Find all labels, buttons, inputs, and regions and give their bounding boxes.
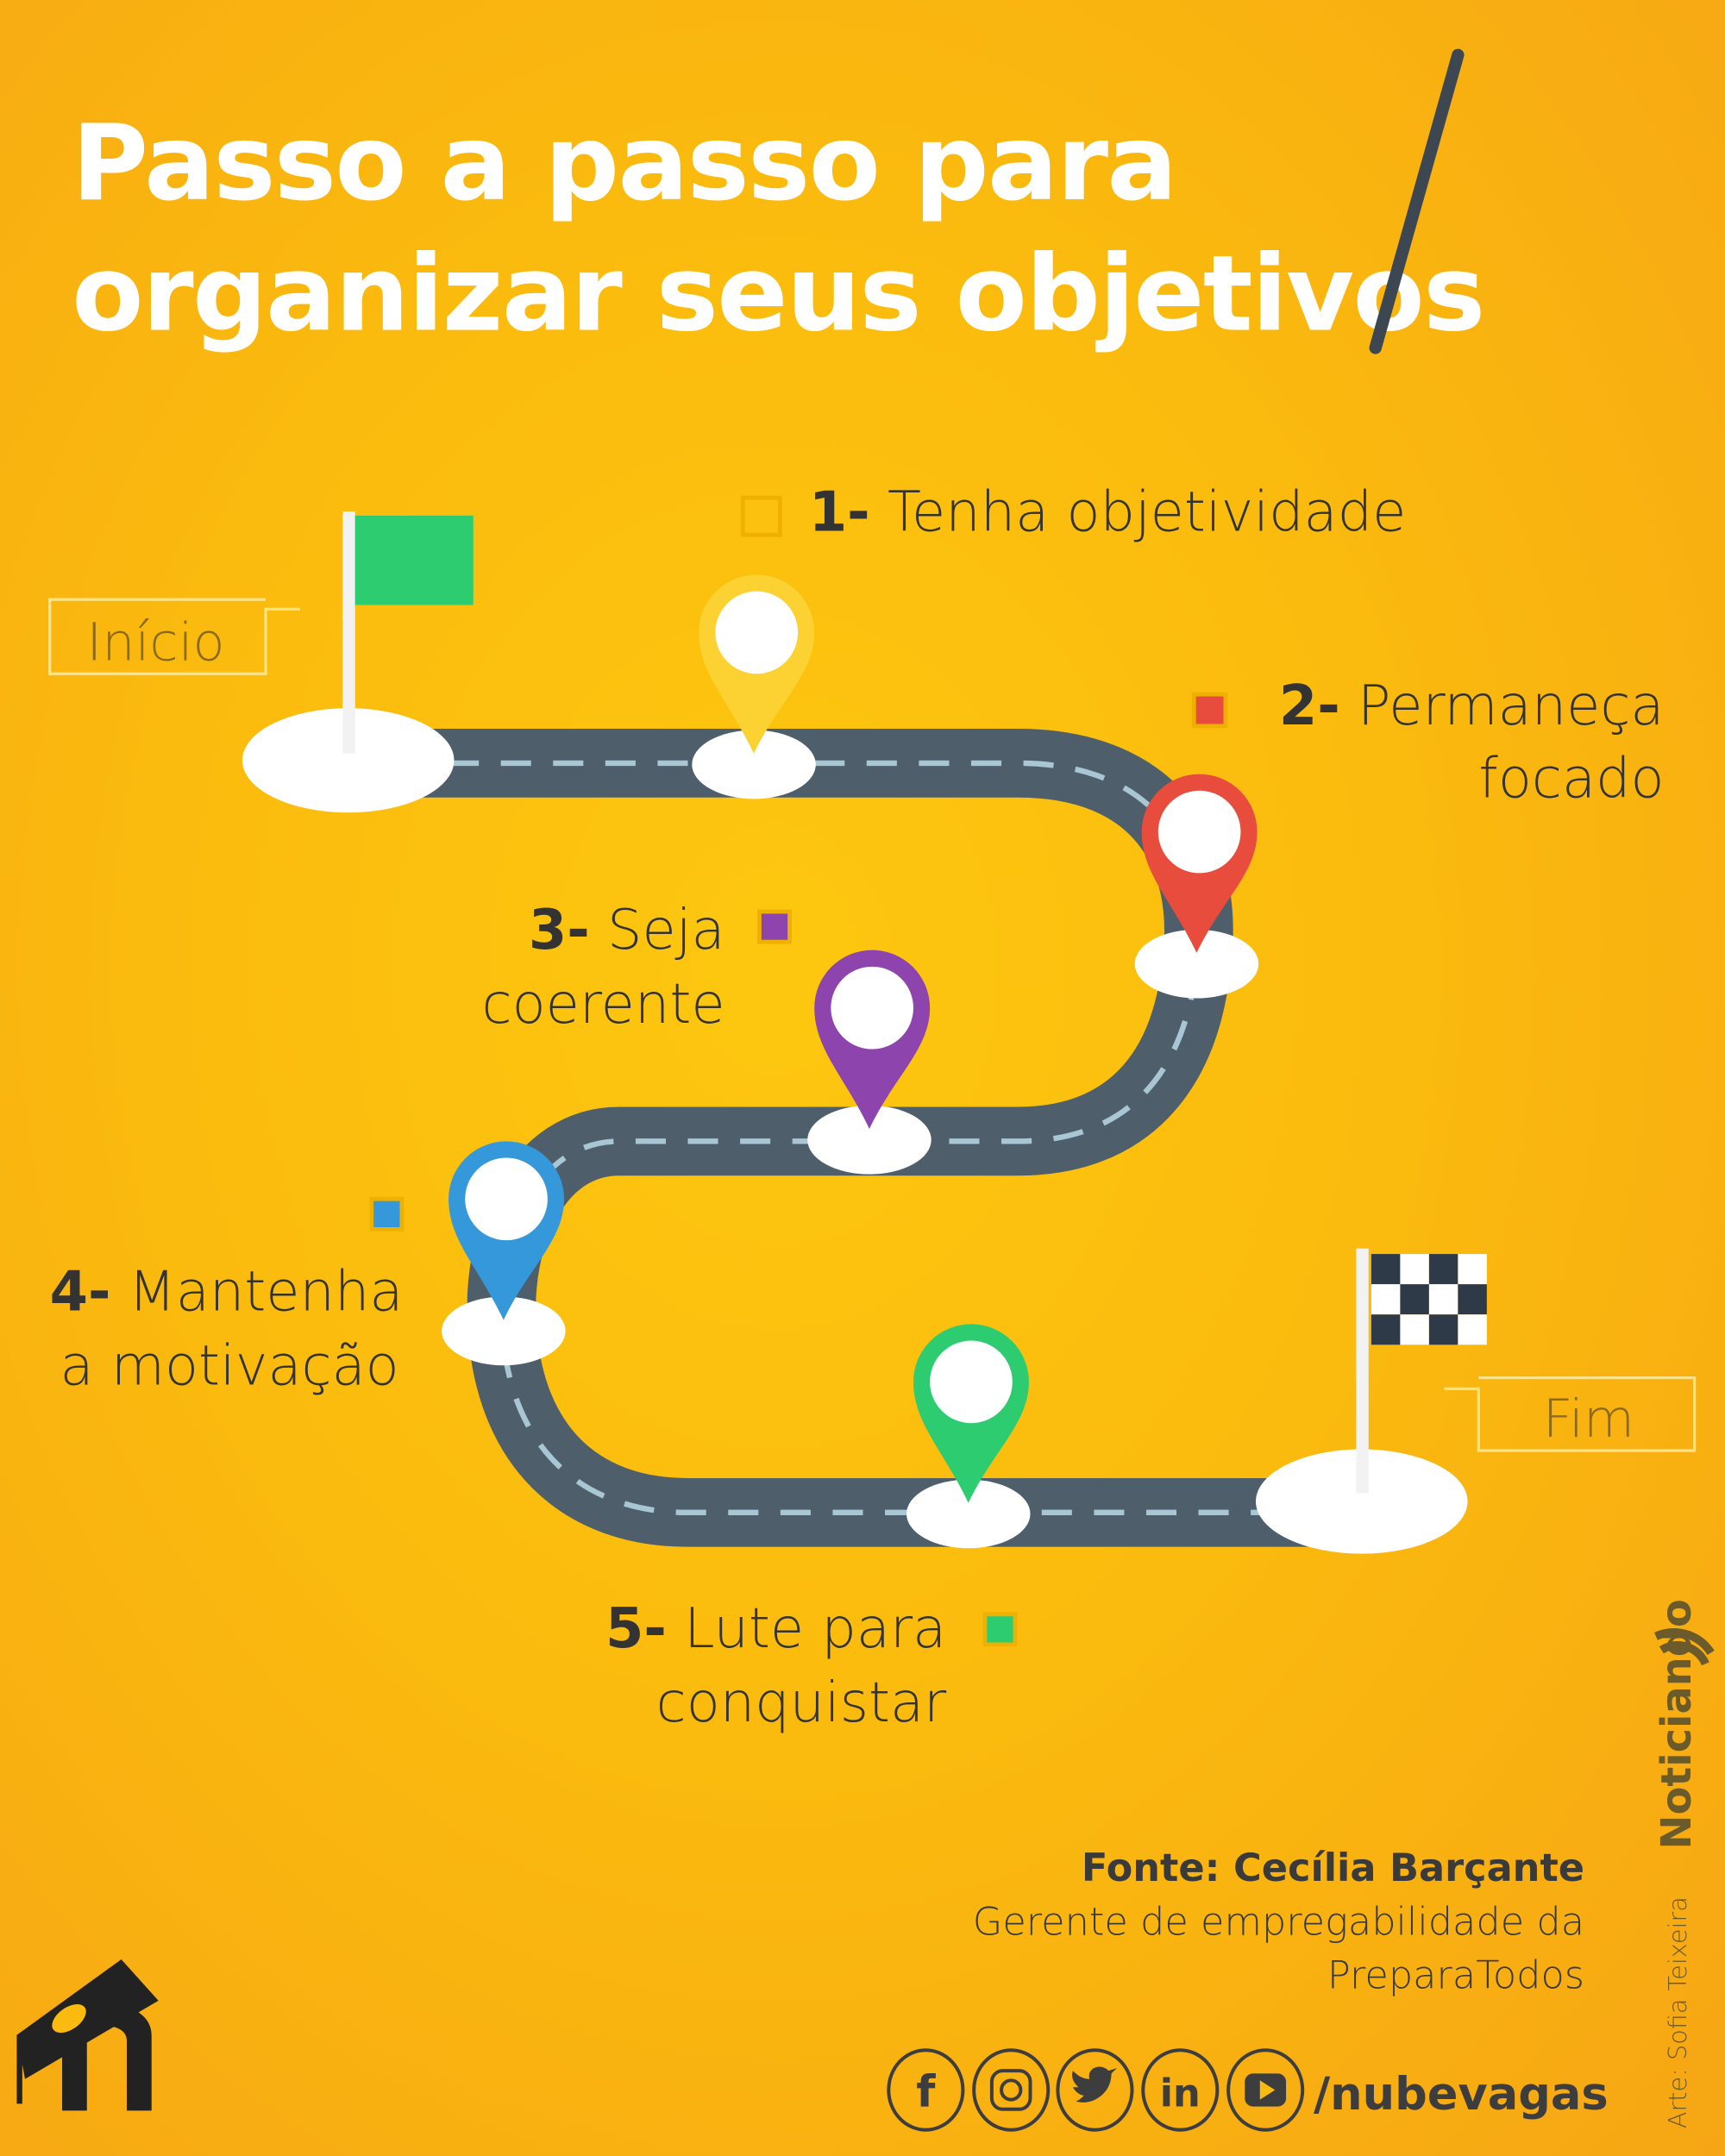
green-flag-icon bbox=[354, 515, 474, 605]
step-2-pin-icon bbox=[1134, 774, 1259, 999]
step-3-marker bbox=[757, 909, 792, 944]
step-3-pin-icon bbox=[807, 950, 932, 1175]
step-2-text-line2: focado bbox=[1478, 748, 1664, 812]
twitter-icon[interactable] bbox=[1056, 2048, 1134, 2132]
step-4-pin-icon bbox=[442, 1141, 566, 1366]
linkedin-glyph: in bbox=[1160, 2071, 1201, 2116]
source-name: Fonte: Cecília Barçante bbox=[1082, 1846, 1584, 1890]
end-label: Fim bbox=[1444, 1376, 1697, 1452]
nube-logo bbox=[16, 1959, 159, 2111]
start-label-text: Início bbox=[86, 612, 224, 673]
finish-marker bbox=[1255, 1248, 1487, 1554]
step-2-marker bbox=[1191, 692, 1228, 729]
start-label: Início bbox=[48, 598, 300, 675]
title-line-2: organizar seus objetivos bbox=[72, 234, 1484, 355]
step-5-marker bbox=[982, 1612, 1018, 1647]
source-org: PreparaTodos bbox=[1327, 1952, 1584, 1997]
step-1-text: 1- Tenha objetividade bbox=[809, 480, 1407, 544]
step-4-text: 4- Mantenha bbox=[50, 1260, 404, 1324]
step-5-text-line2: conquistar bbox=[656, 1671, 947, 1735]
checkered-flag-icon bbox=[1369, 48, 1465, 354]
step-2-text: 2- Permaneça bbox=[1279, 674, 1665, 738]
finish-flag-icon bbox=[1371, 1254, 1487, 1345]
step-4-text-line2: a motivação bbox=[60, 1335, 399, 1399]
art-credit: Arte: Sofia Teixeira bbox=[1663, 1896, 1692, 2128]
start-marker bbox=[242, 511, 474, 813]
social-handle[interactable]: /nubevagas bbox=[1314, 2068, 1609, 2121]
facebook-icon[interactable]: f bbox=[887, 2048, 965, 2132]
facebook-glyph: f bbox=[916, 2067, 936, 2118]
end-label-text: Fim bbox=[1543, 1389, 1634, 1450]
step-4-marker bbox=[369, 1196, 405, 1232]
step-1-pin-icon bbox=[692, 574, 816, 799]
youtube-icon[interactable] bbox=[1226, 2048, 1305, 2132]
title-line-1: Passo a passo para bbox=[72, 103, 1176, 224]
step-3-text-line2: coerente bbox=[482, 973, 725, 1037]
step-5-pin-icon bbox=[906, 1324, 1031, 1549]
step-1-marker bbox=[740, 495, 782, 537]
linkedin-icon[interactable]: in bbox=[1141, 2048, 1220, 2132]
step-5-text: 5- Lute para bbox=[605, 1597, 946, 1661]
source-role: Gerente de empregabilidade da bbox=[973, 1899, 1584, 1944]
instagram-icon[interactable] bbox=[972, 2048, 1051, 2132]
step-3-text: 3- Seja bbox=[529, 899, 725, 962]
noticiando-logo: Noticiando bbox=[1653, 1599, 1715, 1849]
